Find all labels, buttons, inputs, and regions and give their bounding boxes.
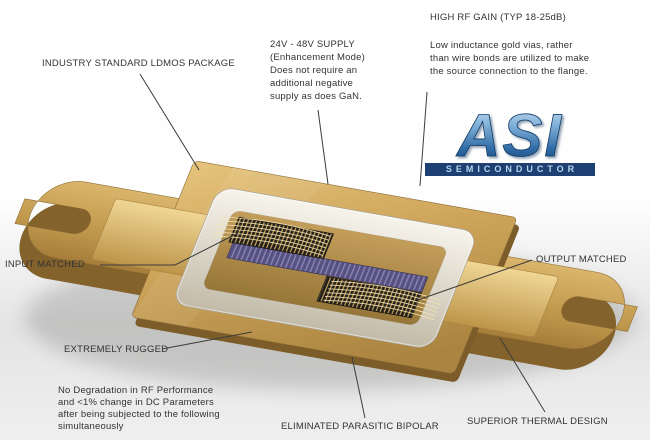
asi-logo: ASI SEMICONDUCTOR	[420, 100, 600, 176]
label-gold-vias: Low inductance gold vias, rather than wi…	[430, 40, 590, 77]
asi-logo-text: ASI	[455, 102, 563, 169]
transistor-die-strip	[226, 242, 429, 293]
label-industry-standard-package: INDUSTRY STANDARD LDMOS PACKAGE	[42, 58, 235, 69]
label-high-rf-gain: HIGH RF GAIN (TYP 18-25dB)	[430, 12, 566, 23]
leader-bipolar	[351, 356, 366, 419]
label-input-matched: INPUT MATCHED	[5, 259, 85, 270]
label-superior-thermal-design: SUPERIOR THERMAL DESIGN	[467, 416, 608, 427]
label-extremely-rugged: EXTREMELY RUGGED	[64, 344, 169, 355]
asi-logo-tagline: SEMICONDUCTOR	[445, 164, 579, 174]
leader-supply	[317, 109, 329, 185]
label-eliminated-parasitic-bipolar: ELIMINATED PARASITIC BIPOLAR	[281, 421, 439, 432]
leader-output	[417, 259, 533, 301]
leader-rugged	[161, 331, 253, 350]
package-body-group	[14, 161, 638, 382]
label-supply-voltage: 24V - 48V SUPPLY (Enhancement Mode) Does…	[270, 39, 365, 102]
output-bond-wires	[323, 280, 442, 321]
leader-vias	[419, 91, 428, 187]
leader-input	[100, 232, 239, 266]
leader-thermal	[499, 337, 546, 413]
label-rugged-detail: No Degradation in RF Performance and <1%…	[58, 385, 220, 432]
leader-industry	[139, 73, 200, 171]
ceramic-highlight	[176, 189, 474, 347]
label-output-matched: OUTPUT MATCHED	[536, 254, 627, 265]
leader-lines	[100, 73, 546, 419]
asi-logo-bar: SEMICONDUCTOR	[425, 163, 595, 176]
input-bond-wires	[212, 216, 331, 256]
asi-logo-wordmark: ASI	[455, 102, 563, 170]
